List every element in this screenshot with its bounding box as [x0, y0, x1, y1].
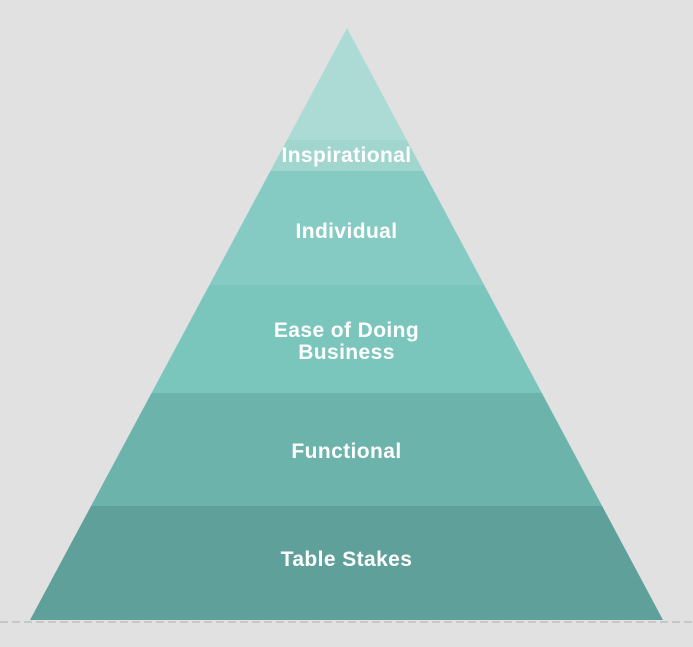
- tier-label-functional: Functional: [291, 440, 402, 463]
- tier-label-ease-of-doing-business-text: Ease of Doing Business: [273, 319, 420, 364]
- pyramid-shape: [30, 28, 663, 620]
- tier-label-ease-of-doing-business: Ease of Doing Business: [0, 320, 693, 364]
- tier-label-table-stakes: Table Stakes: [280, 548, 413, 571]
- pyramid-tier-cap: [30, 28, 663, 140]
- tier-label-inspirational: Inspirational: [281, 144, 412, 167]
- tier-label-individual: Individual: [295, 220, 398, 243]
- baseline-dashed-line: [0, 621, 693, 623]
- pyramid-tier-table-stakes: [30, 506, 663, 620]
